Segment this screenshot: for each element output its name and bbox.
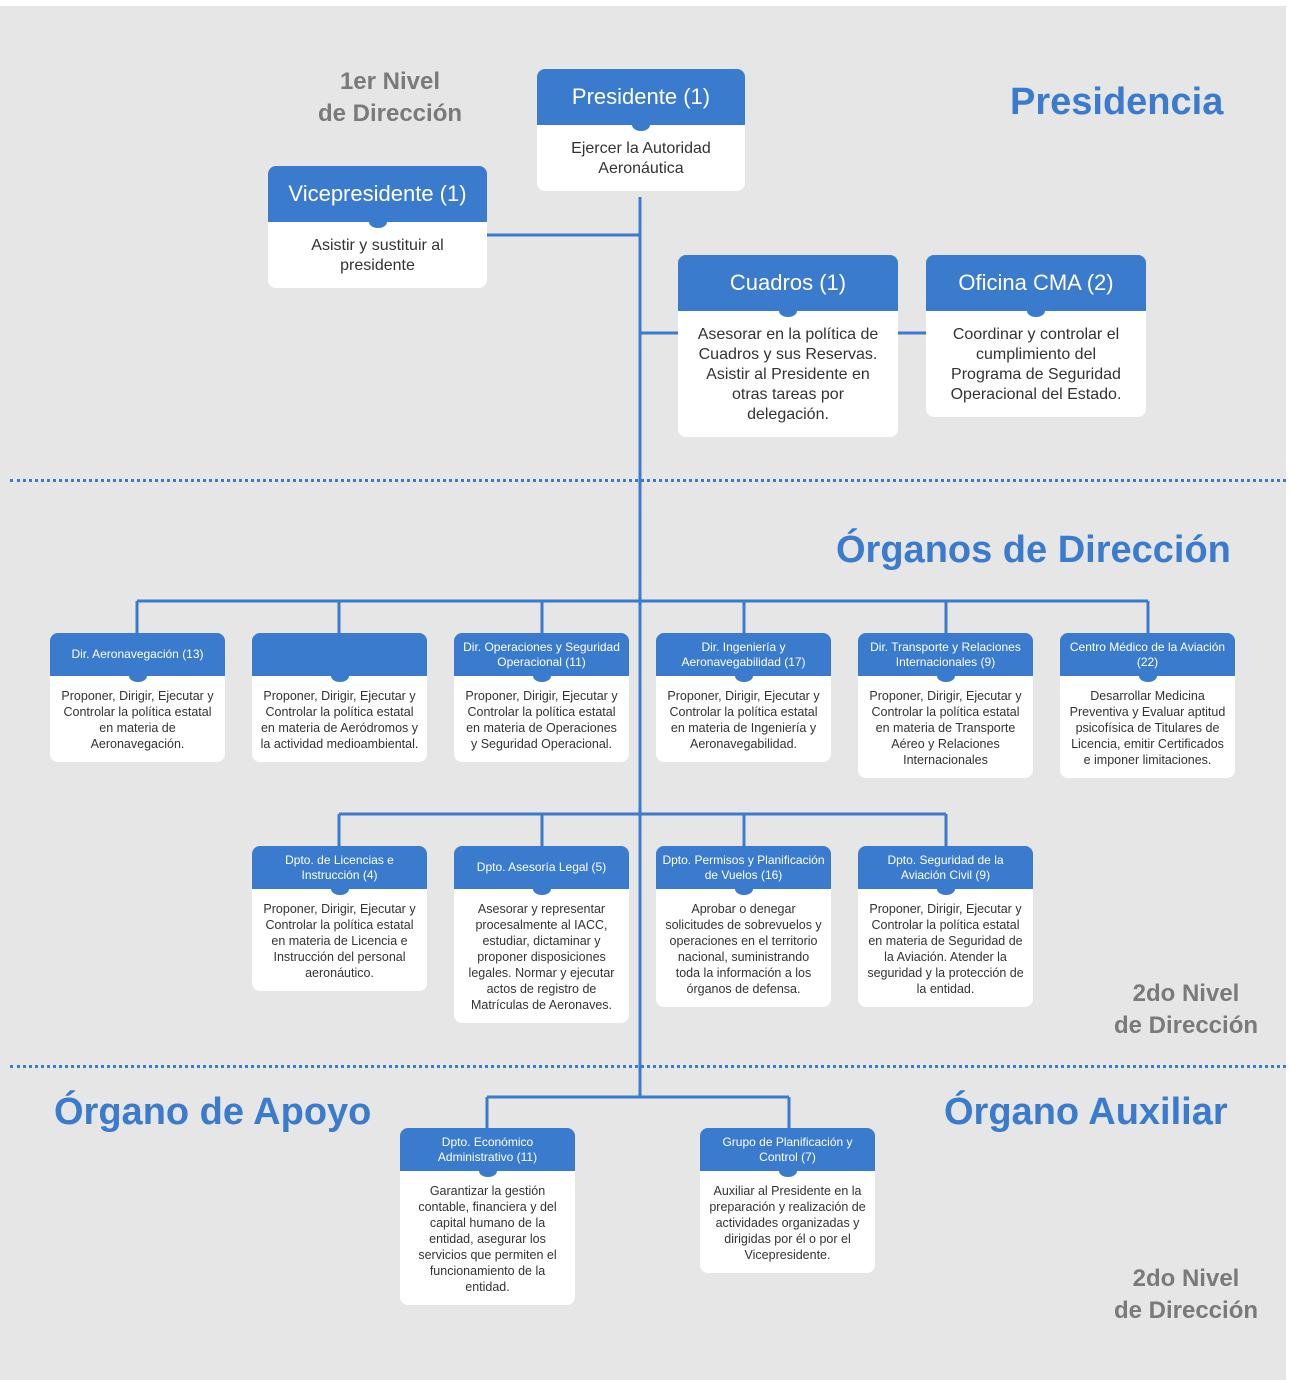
org-box-aerodromos[interactable]: Proponer, Dirigir, Ejecutar y Controlar … bbox=[252, 633, 427, 762]
box-description: Desarrollar Medicina Preventiva y Evalua… bbox=[1060, 676, 1235, 778]
org-box-oficina-cma[interactable]: Oficina CMA (2) Coordinar y controlar el… bbox=[926, 255, 1146, 417]
box-description: Proponer, Dirigir, Ejecutar y Controlar … bbox=[454, 676, 629, 762]
org-chart-canvas: 1er Nivel de Dirección 2do Nivel de Dire… bbox=[0, 6, 1286, 1380]
box-description: Garantizar la gestión contable, financie… bbox=[400, 1171, 575, 1305]
box-description: Coordinar y controlar el cumplimiento de… bbox=[926, 311, 1146, 417]
org-box-cuadros[interactable]: Cuadros (1) Asesorar en la política de C… bbox=[678, 255, 898, 437]
box-title: Dpto. Seguridad de la Aviación Civil (9) bbox=[858, 846, 1033, 895]
org-box-presidente[interactable]: Presidente (1) Ejercer la Autoridad Aero… bbox=[537, 69, 745, 191]
box-title: Dir. Ingeniería y Aeronavegabilidad (17) bbox=[656, 633, 831, 682]
box-title: Dpto. Asesoría Legal (5) bbox=[454, 846, 629, 895]
level-line: 2do Nivel bbox=[1132, 1265, 1240, 1292]
box-description: Proponer, Dirigir, Ejecutar y Controlar … bbox=[50, 676, 225, 762]
org-box-asesoria-legal[interactable]: Dpto. Asesoría Legal (5) Asesorar y repr… bbox=[454, 846, 629, 1023]
connector-lines bbox=[135, 197, 1150, 1128]
box-title bbox=[252, 633, 427, 682]
org-box-seguridad[interactable]: Dpto. Seguridad de la Aviación Civil (9)… bbox=[858, 846, 1033, 1007]
org-box-aeronavegacion[interactable]: Dir. Aeronavegación (13) Proponer, Dirig… bbox=[50, 633, 225, 762]
box-title: Vicepresidente (1) bbox=[268, 166, 487, 228]
box-title: Dpto. de Licencias e Instrucción (4) bbox=[252, 846, 427, 895]
box-title: Presidente (1) bbox=[537, 69, 745, 131]
box-title: Grupo de Planificación y Control (7) bbox=[700, 1128, 875, 1177]
level-line: de Dirección bbox=[317, 100, 463, 127]
section-title-organo-auxiliar: Órgano Auxiliar bbox=[944, 1091, 1228, 1133]
level-label-second: 2do Nivel de Dirección bbox=[1100, 1263, 1272, 1327]
level-divider bbox=[10, 479, 1286, 482]
org-box-economico[interactable]: Dpto. Económico Administrativo (11) Gara… bbox=[400, 1128, 575, 1305]
box-description: Asesorar en la política de Cuadros y sus… bbox=[678, 311, 898, 437]
box-title: Dir. Transporte y Relaciones Internacion… bbox=[858, 633, 1033, 682]
box-title: Cuadros (1) bbox=[678, 255, 898, 317]
box-description: Proponer, Dirigir, Ejecutar y Controlar … bbox=[656, 676, 831, 762]
box-title: Dir. Operaciones y Seguridad Operacional… bbox=[454, 633, 629, 682]
org-box-operaciones[interactable]: Dir. Operaciones y Seguridad Operacional… bbox=[454, 633, 629, 762]
level-line: de Dirección bbox=[1113, 1297, 1259, 1324]
org-box-ingenieria[interactable]: Dir. Ingeniería y Aeronavegabilidad (17)… bbox=[656, 633, 831, 762]
org-box-transporte[interactable]: Dir. Transporte y Relaciones Internacion… bbox=[858, 633, 1033, 778]
level-line: de Dirección bbox=[1113, 1012, 1259, 1039]
section-title-organo-apoyo: Órgano de Apoyo bbox=[54, 1091, 372, 1133]
section-title-organos-direccion: Órganos de Dirección bbox=[836, 529, 1231, 571]
box-description: Proponer, Dirigir, Ejecutar y Controlar … bbox=[252, 676, 427, 762]
org-box-permisos[interactable]: Dpto. Permisos y Planificación de Vuelos… bbox=[656, 846, 831, 1007]
section-title-presidencia: Presidencia bbox=[1010, 81, 1224, 123]
box-description: Proponer, Dirigir, Ejecutar y Controlar … bbox=[858, 676, 1033, 778]
box-description: Asistir y sustituir al presidente bbox=[268, 222, 487, 288]
box-description: Proponer, Dirigir, Ejecutar y Controlar … bbox=[252, 889, 427, 991]
box-title: Dpto. Permisos y Planificación de Vuelos… bbox=[656, 846, 831, 895]
box-description: Ejercer la Autoridad Aeronáutica bbox=[537, 125, 745, 191]
org-box-planificacion[interactable]: Grupo de Planificación y Control (7) Aux… bbox=[700, 1128, 875, 1273]
box-title: Oficina CMA (2) bbox=[926, 255, 1146, 317]
box-description: Auxiliar al Presidente en la preparación… bbox=[700, 1171, 875, 1273]
box-description: Asesorar y representar procesalmente al … bbox=[454, 889, 629, 1023]
box-title: Dir. Aeronavegación (13) bbox=[50, 633, 225, 682]
box-description: Proponer, Dirigir, Ejecutar y Controlar … bbox=[858, 889, 1033, 1007]
box-title: Centro Médico de la Aviación (22) bbox=[1060, 633, 1235, 682]
org-box-centro-medico[interactable]: Centro Médico de la Aviación (22) Desarr… bbox=[1060, 633, 1235, 778]
level-label-second: 2do Nivel de Dirección bbox=[1100, 978, 1272, 1042]
level-line: 2do Nivel bbox=[1132, 980, 1240, 1007]
box-title: Dpto. Económico Administrativo (11) bbox=[400, 1128, 575, 1177]
org-box-licencias[interactable]: Dpto. de Licencias e Instrucción (4) Pro… bbox=[252, 846, 427, 991]
level-label-first: 1er Nivel de Dirección bbox=[300, 66, 480, 130]
level-divider bbox=[10, 1065, 1286, 1068]
level-line: 1er Nivel bbox=[339, 68, 441, 95]
org-box-vicepresidente[interactable]: Vicepresidente (1) Asistir y sustituir a… bbox=[268, 166, 487, 288]
box-description: Aprobar o denegar solicitudes de sobrevu… bbox=[656, 889, 831, 1007]
